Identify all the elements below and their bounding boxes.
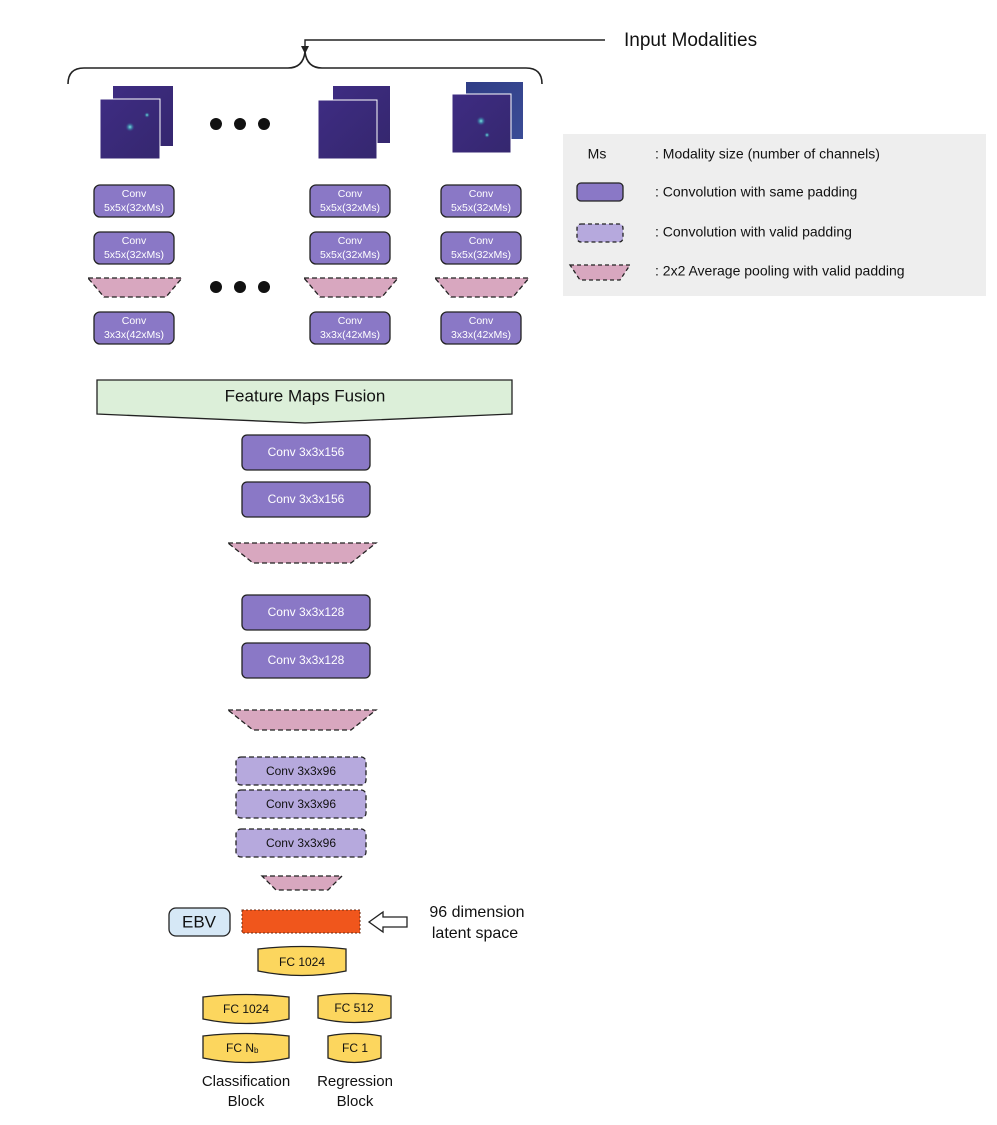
conv-same-block <box>93 184 175 218</box>
conv-same-block <box>309 311 391 345</box>
conv-same-block <box>93 311 175 345</box>
conv-same-block <box>241 434 371 471</box>
avg-pool-block <box>260 875 344 891</box>
fc-1024-label: FC 1024 <box>223 1002 269 1016</box>
legend-conv-valid-swatch <box>576 223 624 243</box>
input-brace <box>67 51 543 85</box>
latent-label-line2: latent space <box>432 925 518 942</box>
legend-valid-desc: : Convolution with valid padding <box>655 224 852 240</box>
conv-same-block <box>93 231 175 265</box>
fc-1024-shared-block <box>257 945 347 977</box>
conv-kernel-label: 5x5x(32xMs) <box>320 202 380 214</box>
ebv-label: EBV <box>182 912 217 931</box>
conv-label: Conv <box>338 235 363 247</box>
conv-same-block <box>440 184 522 218</box>
classification-block-label-line2: Block <box>228 1093 265 1110</box>
conv-96-label: Conv 3x3x96 <box>266 797 336 811</box>
latent-label-line1: 96 dimension <box>429 904 524 921</box>
conv-same-block <box>440 311 522 345</box>
conv-kernel-label: 3x3x(42xMs) <box>320 329 380 341</box>
conv-same-block <box>241 594 371 631</box>
avg-pool-block <box>302 277 400 298</box>
conv-kernel-label: 5x5x(32xMs) <box>104 249 164 261</box>
regression-block-label-line2: Block <box>337 1093 374 1110</box>
avg-pool-block <box>433 277 531 298</box>
ellipsis-dots-middle <box>210 281 270 293</box>
conv-128-label: Conv 3x3x128 <box>268 653 345 667</box>
input-pointer-line <box>304 39 605 50</box>
feature-maps-fusion-block <box>96 379 513 424</box>
conv-156-label: Conv 3x3x156 <box>268 492 345 506</box>
legend-ms-key: Ms <box>588 146 607 162</box>
latent-pointer-arrow <box>367 910 408 934</box>
modality-image-stack-2 <box>317 86 390 160</box>
legend-ms-desc: : Modality size (number of channels) <box>655 146 880 162</box>
conv-156-label: Conv 3x3x156 <box>268 445 345 459</box>
conv-label: Conv <box>469 235 494 247</box>
latent-space-vector <box>241 909 361 934</box>
conv-label: Conv <box>338 188 363 200</box>
conv-label: Conv <box>122 235 147 247</box>
conv-96-label: Conv 3x3x96 <box>266 836 336 850</box>
feature-maps-fusion-label: Feature Maps Fusion <box>225 386 386 405</box>
conv-kernel-label: 5x5x(32xMs) <box>451 249 511 261</box>
regression-block-label-line1: Regression <box>317 1073 393 1090</box>
ebv-box <box>168 907 231 937</box>
fc-nb-label: FC Nb <box>226 1041 259 1055</box>
conv-kernel-label: 3x3x(42xMs) <box>104 329 164 341</box>
fc-1-label: FC 1 <box>342 1041 368 1055</box>
conv-label: Conv <box>122 188 147 200</box>
conv-128-label: Conv 3x3x128 <box>268 605 345 619</box>
fc-1-block <box>327 1032 382 1064</box>
legend-background <box>563 134 986 296</box>
input-modalities-label: Input Modalities <box>624 30 757 51</box>
conv-label: Conv <box>469 188 494 200</box>
legend-pool-desc: : 2x2 Average pooling with valid padding <box>655 263 905 279</box>
legend-pool-swatch <box>568 264 632 281</box>
conv-label: Conv <box>469 315 494 327</box>
conv-same-block <box>241 481 371 518</box>
fc-1024-classification-block <box>202 993 290 1025</box>
conv-label: Conv <box>122 315 147 327</box>
conv-valid-block <box>235 789 367 819</box>
conv-kernel-label: 5x5x(32xMs) <box>104 202 164 214</box>
conv-kernel-label: 5x5x(32xMs) <box>451 202 511 214</box>
fc-nb-main: FC N <box>226 1041 254 1055</box>
avg-pool-block <box>226 709 378 731</box>
avg-pool-block <box>86 277 184 298</box>
input-pointer-arrowhead <box>301 46 309 54</box>
legend-conv-same-swatch <box>576 182 624 202</box>
ellipsis-dots-top <box>210 118 270 130</box>
fc-1024-label: FC 1024 <box>279 955 325 969</box>
conv-kernel-label: 5x5x(32xMs) <box>320 249 380 261</box>
fc-512-label: FC 512 <box>334 1001 374 1015</box>
legend: Ms : Modality size (number of channels) … <box>563 134 986 296</box>
conv-96-label: Conv 3x3x96 <box>266 764 336 778</box>
conv-valid-block <box>235 756 367 786</box>
avg-pool-block <box>226 542 378 564</box>
conv-valid-block <box>235 828 367 858</box>
fc-512-block <box>317 992 392 1024</box>
modality-image-stack-3 <box>451 82 523 154</box>
conv-same-block <box>309 231 391 265</box>
conv-kernel-label: 3x3x(42xMs) <box>451 329 511 341</box>
modality-image-stack-1 <box>99 86 173 160</box>
fc-nb-subscript: b <box>254 1046 259 1055</box>
classification-block-label-line1: Classification <box>202 1073 290 1090</box>
conv-same-block <box>440 231 522 265</box>
conv-same-block <box>309 184 391 218</box>
conv-same-block <box>241 642 371 679</box>
fc-nb-block <box>202 1032 290 1064</box>
conv-label: Conv <box>338 315 363 327</box>
legend-same-desc: : Convolution with same padding <box>655 184 857 200</box>
